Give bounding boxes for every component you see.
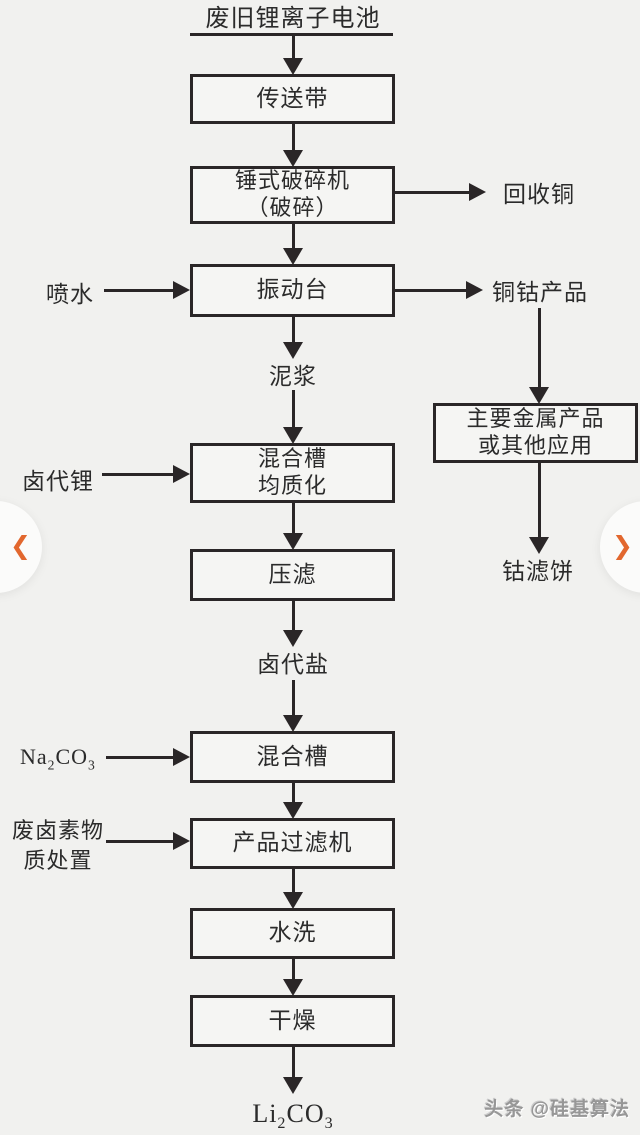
flow-arrowhead bbox=[469, 183, 486, 201]
flow-arrowhead bbox=[283, 892, 303, 909]
flow-line bbox=[292, 390, 295, 429]
node-main-metal-products-line1: 主要金属产品 bbox=[466, 406, 605, 432]
li2co3-main2: CO bbox=[286, 1099, 325, 1128]
flow-line bbox=[292, 680, 295, 717]
flow-arrowhead bbox=[283, 150, 303, 167]
flow-line bbox=[292, 869, 295, 894]
label-copper-cobalt-product: 铜钴产品 bbox=[492, 280, 588, 305]
flow-arrowhead bbox=[173, 748, 190, 766]
flow-line bbox=[292, 124, 295, 152]
na2co3-main1: Na bbox=[20, 744, 48, 769]
flow-arrowhead bbox=[466, 281, 483, 299]
node-conveyor-label: 传送带 bbox=[256, 85, 329, 111]
diagram-title: 废旧锂离子电池 bbox=[205, 6, 381, 32]
node-drying-label: 干燥 bbox=[268, 1007, 317, 1033]
flow-arrowhead bbox=[529, 387, 549, 404]
label-recycled-copper: 回收铜 bbox=[503, 182, 575, 207]
flow-line bbox=[538, 308, 541, 389]
label-water-spray: 喷水 bbox=[46, 282, 94, 307]
chevron-right-icon[interactable]: ❯ bbox=[612, 531, 633, 560]
node-hammer-crusher-line2: （破碎） bbox=[246, 195, 339, 220]
li2co3-sub1: 2 bbox=[277, 1115, 287, 1133]
na2co3-sub1: 2 bbox=[47, 757, 56, 773]
label-lithium-halide: 卤代锂 bbox=[22, 469, 94, 494]
flow-arrowhead bbox=[283, 248, 303, 265]
label-lithium-carbonate: Li2CO3 bbox=[193, 1096, 393, 1135]
node-water-wash-label: 水洗 bbox=[268, 920, 317, 946]
flow-arrowhead bbox=[529, 537, 549, 554]
flow-line bbox=[395, 289, 467, 292]
flow-arrowhead bbox=[283, 427, 303, 444]
node-main-metal-products: 主要金属产品 或其他应用 bbox=[433, 403, 638, 463]
node-product-filter: 产品过滤机 bbox=[190, 818, 395, 869]
node-conveyor: 传送带 bbox=[190, 74, 395, 124]
chevron-left-icon[interactable]: ❮ bbox=[10, 531, 31, 560]
flow-arrowhead bbox=[173, 465, 190, 483]
flow-line bbox=[106, 840, 174, 843]
flow-arrowhead bbox=[283, 342, 303, 359]
node-main-metal-products-line2: 或其他应用 bbox=[477, 433, 593, 458]
watermark: 头条 @硅基算法 bbox=[484, 1099, 630, 1120]
flow-line bbox=[292, 224, 295, 250]
label-waste-halogen-line1: 废卤素物 bbox=[12, 818, 105, 843]
flow-line bbox=[292, 317, 295, 344]
node-drying: 干燥 bbox=[190, 995, 395, 1047]
flow-line bbox=[292, 36, 295, 60]
flow-arrowhead bbox=[283, 802, 303, 819]
flow-arrowhead bbox=[173, 281, 190, 299]
flow-line bbox=[292, 503, 295, 535]
flow-arrowhead bbox=[283, 979, 303, 996]
flow-line bbox=[102, 473, 174, 476]
flow-arrowhead bbox=[283, 630, 303, 647]
flow-arrowhead bbox=[173, 832, 190, 850]
label-cobalt-filter-cake: 钴滤饼 bbox=[502, 559, 574, 584]
title-underline bbox=[190, 33, 393, 36]
flow-arrowhead bbox=[283, 533, 303, 550]
label-halide-salt: 卤代盐 bbox=[257, 652, 329, 677]
node-product-filter-label: 产品过滤机 bbox=[232, 830, 353, 856]
label-waste-halogen-line2: 质处置 bbox=[23, 847, 93, 873]
node-hammer-crusher-line1: 锤式破碎机 bbox=[234, 168, 350, 194]
flow-line bbox=[292, 959, 295, 981]
node-mixing-tank-homogenization: 混合槽 均质化 bbox=[190, 443, 395, 503]
na2co3-main2: CO bbox=[55, 744, 89, 769]
li2co3-sub2: 3 bbox=[324, 1115, 334, 1133]
label-sodium-carbonate: Na2CO3 bbox=[20, 742, 96, 775]
node-press-filtration: 压滤 bbox=[190, 549, 395, 601]
flow-arrowhead bbox=[283, 1077, 303, 1094]
flow-line bbox=[538, 463, 541, 539]
label-waste-halogen-disposal: 废卤素物 质处置 bbox=[12, 816, 104, 875]
node-press-filtration-label: 压滤 bbox=[268, 561, 317, 587]
node-mixing-tank-homogenization-line1: 混合槽 bbox=[257, 446, 327, 472]
node-vibrating-table-label: 振动台 bbox=[256, 277, 329, 303]
label-slurry: 泥浆 bbox=[269, 364, 317, 389]
flow-line bbox=[292, 783, 295, 804]
node-vibrating-table: 振动台 bbox=[190, 264, 395, 317]
na2co3-sub2: 3 bbox=[88, 757, 96, 773]
node-mixing-tank-label: 混合槽 bbox=[256, 743, 329, 769]
flow-line bbox=[106, 756, 174, 759]
flow-line bbox=[104, 289, 174, 292]
node-mixing-tank-homogenization-line2: 均质化 bbox=[257, 473, 327, 498]
node-water-wash: 水洗 bbox=[190, 908, 395, 959]
flow-line bbox=[395, 191, 470, 194]
flow-arrowhead bbox=[283, 58, 303, 75]
flow-arrowhead bbox=[283, 715, 303, 732]
li2co3-main1: Li bbox=[252, 1099, 278, 1128]
node-mixing-tank: 混合槽 bbox=[190, 731, 395, 783]
flow-line bbox=[292, 601, 295, 632]
node-hammer-crusher: 锤式破碎机 （破碎） bbox=[190, 166, 395, 224]
flow-line bbox=[292, 1047, 295, 1079]
